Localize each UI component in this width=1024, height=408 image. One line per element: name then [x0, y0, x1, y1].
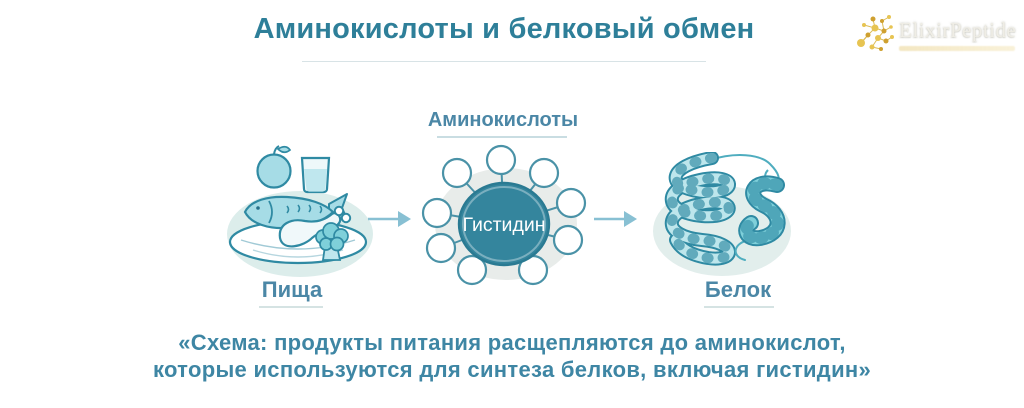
amino-label: Аминокислоты	[427, 109, 579, 131]
food-plate-illustration	[227, 145, 373, 277]
hub-circle	[457, 181, 551, 267]
right-arrow-icon	[368, 211, 411, 227]
protein-label: Белок	[704, 277, 772, 302]
right-arrow-icon	[594, 211, 637, 227]
food-label: Пища	[261, 277, 323, 302]
amino-label-underline	[437, 136, 567, 138]
amino-acid-wheel: Гистидин	[421, 144, 587, 286]
protein-helix-illustration	[653, 152, 791, 276]
brand-logo: ElixirPeptide	[851, 10, 1016, 56]
amino-satellite-nodes	[421, 144, 587, 286]
caption-line-2: которые используются для синтеза белков,…	[152, 357, 872, 382]
protein-label-underline	[704, 306, 774, 308]
caption: «Схема: продукты питания расщепляются до…	[0, 329, 1024, 383]
hub-label: Гистидин	[463, 214, 546, 236]
page-title: Аминокислоты и белковый обмен	[253, 13, 755, 45]
caption-line-1: «Схема: продукты питания расщепляются до…	[178, 330, 846, 355]
logo-tagline	[899, 46, 1015, 51]
brand-name: ElixirPeptide	[899, 18, 1017, 42]
title-underline	[302, 61, 706, 62]
food-label-underline	[259, 306, 323, 308]
molecule-icon	[857, 15, 894, 51]
